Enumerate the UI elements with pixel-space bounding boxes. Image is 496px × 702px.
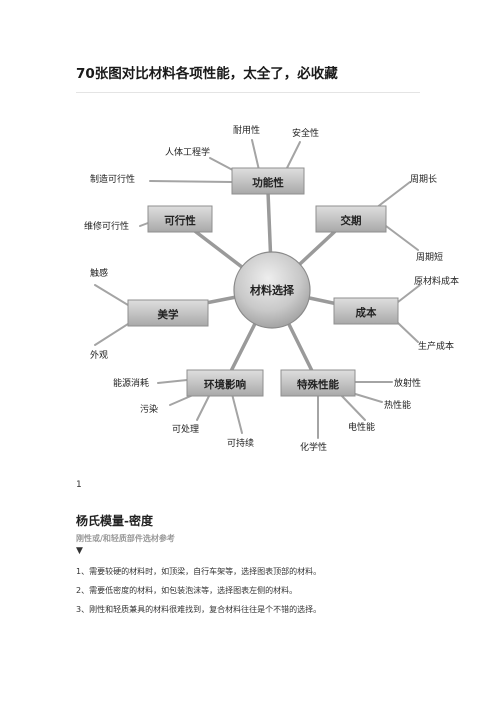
- node-special-label: 特殊性能: [297, 378, 339, 391]
- node-function-label: 功能性: [252, 176, 284, 189]
- leaf-long-cycle: 周期长: [410, 173, 437, 185]
- list-item: 2、需要低密度的材料，如包装泡沫等，选择图表左侧的材料。: [76, 586, 298, 595]
- leaf-thermal: 热性能: [384, 399, 411, 411]
- leaf-touch: 触感: [90, 267, 108, 279]
- list-item: 3、刚性和轻质兼具的材料很难找到，复合材料往往是个不错的选择。: [76, 605, 322, 614]
- leaf-sustainable: 可持续: [227, 437, 254, 449]
- leaf-pollution: 污染: [140, 403, 158, 415]
- node-aesthetics: 美学: [127, 299, 209, 327]
- down-arrow-icon: ▼: [76, 546, 83, 556]
- node-delivery: 交期: [315, 205, 387, 233]
- leaf-material-cost: 原材料成本: [414, 275, 459, 287]
- node-special: 特殊性能: [280, 369, 356, 397]
- section-title: 杨氏模量-密度: [76, 514, 153, 528]
- leaf-ergonomics: 人体工程学: [165, 146, 210, 158]
- node-cost: 成本: [333, 297, 399, 325]
- node-function: 功能性: [231, 167, 305, 195]
- leaf-appearance: 外观: [90, 349, 108, 361]
- node-environment: 环境影响: [186, 369, 264, 397]
- leaf-manufacturability: 制造可行性: [90, 173, 135, 185]
- leaf-durability: 耐用性: [233, 124, 260, 136]
- node-aesthetics-label: 美学: [158, 308, 179, 321]
- node-feasibility-label: 可行性: [164, 214, 196, 227]
- section-subtitle: 刚性或/和轻质部件选材参考: [76, 533, 175, 543]
- leaf-maintainability: 维修可行性: [84, 220, 129, 232]
- leaf-chemical: 化学性: [300, 441, 327, 453]
- node-cost-label: 成本: [356, 306, 377, 319]
- node-environment-label: 环境影响: [204, 378, 246, 391]
- node-delivery-label: 交期: [341, 214, 362, 227]
- list-item: 1、需要较硬的材料时，如顶梁，自行车架等，选择图表顶部的材料。: [76, 567, 322, 576]
- title-divider: [76, 92, 420, 93]
- leaf-radiation: 放射性: [394, 377, 421, 389]
- center-node-label: 材料选择: [250, 283, 295, 297]
- leaf-energy: 能源消耗: [113, 377, 149, 389]
- node-feasibility: 可行性: [147, 205, 213, 233]
- leaf-electrical: 电性能: [348, 421, 375, 433]
- leaf-disposable: 可处理: [172, 423, 199, 435]
- tips-list: 1、需要较硬的材料时，如顶梁，自行车架等，选择图表顶部的材料。 2、需要低密度的…: [76, 566, 321, 623]
- leaf-labels: 耐用性 安全性 人体工程学 制造可行性 周期长 维修可行性 周期短 触感 原材料…: [84, 124, 459, 453]
- page-number: 1: [76, 480, 82, 490]
- leaf-safety: 安全性: [292, 127, 319, 139]
- page-title: 70张图对比材料各项性能，太全了，必收藏: [76, 66, 338, 82]
- leaf-production-cost: 生产成本: [418, 340, 454, 352]
- leaf-short-cycle: 周期短: [416, 251, 443, 263]
- center-node: 材料选择: [233, 251, 311, 329]
